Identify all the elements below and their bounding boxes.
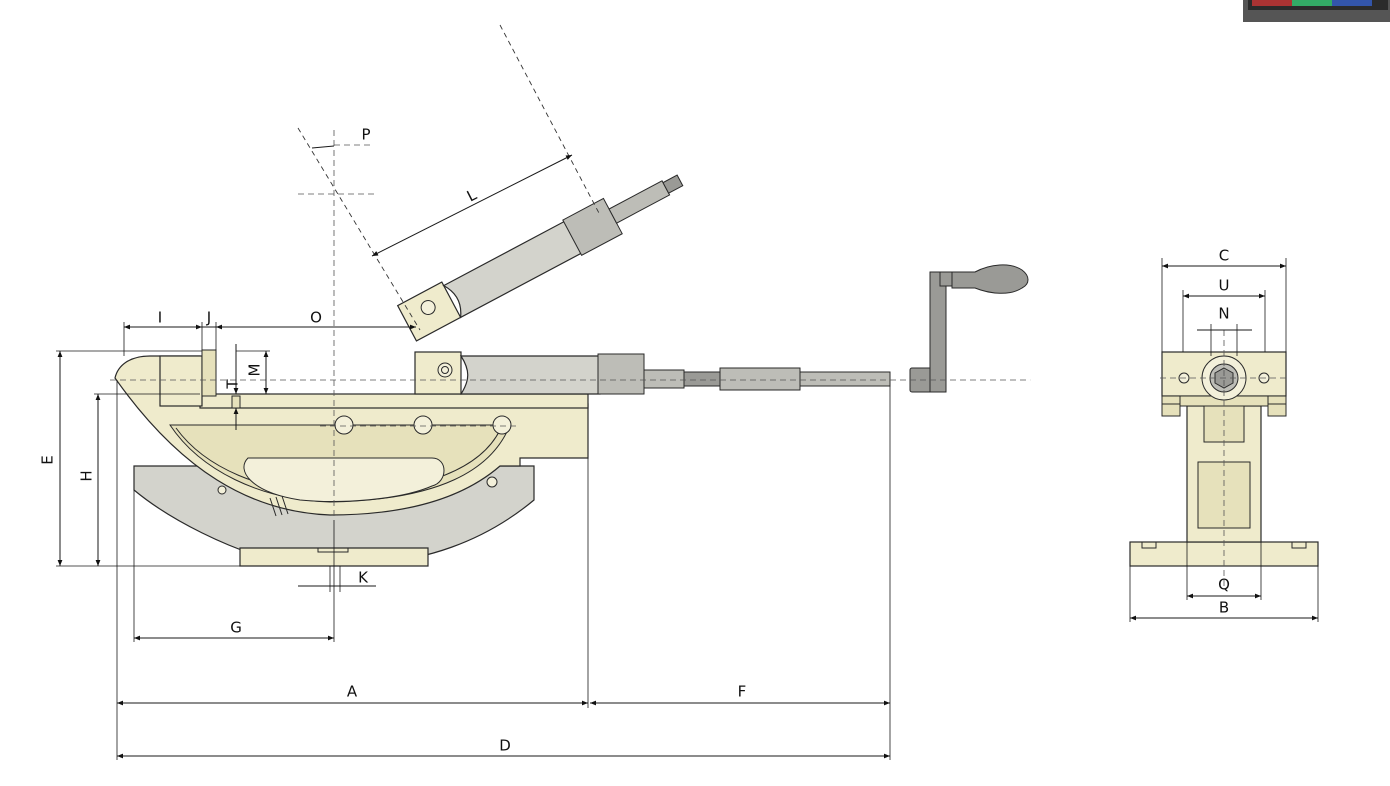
label-K: K bbox=[358, 569, 369, 587]
label-O: O bbox=[310, 309, 322, 327]
bolt-icon bbox=[486, 476, 498, 488]
bolt-icon bbox=[334, 415, 354, 435]
label-N: N bbox=[1218, 305, 1229, 323]
dim-line-L bbox=[371, 154, 573, 257]
label-T: T bbox=[224, 379, 242, 390]
tilted-jaw bbox=[396, 174, 684, 342]
label-C: C bbox=[1219, 247, 1229, 265]
lead-screw bbox=[643, 369, 685, 389]
oval-cutout bbox=[243, 457, 445, 502]
label-D: D bbox=[499, 737, 511, 755]
movable-jaw-housing bbox=[459, 355, 601, 395]
fixed-jaw bbox=[159, 355, 203, 407]
bolt-icon bbox=[492, 415, 512, 435]
socket-icon bbox=[420, 299, 436, 315]
fixed-jaw-plate bbox=[201, 349, 217, 397]
label-P: P bbox=[361, 126, 370, 144]
label-E: E bbox=[39, 455, 57, 464]
color-swatch-strip bbox=[1243, 0, 1390, 22]
label-J: J bbox=[206, 309, 211, 327]
label-U: U bbox=[1219, 277, 1230, 295]
label-G: G bbox=[230, 619, 242, 637]
label-H: H bbox=[78, 470, 96, 481]
label-F: F bbox=[738, 683, 747, 701]
bolt-icon bbox=[217, 485, 227, 495]
label-B: B bbox=[1219, 599, 1229, 617]
bed-rail bbox=[199, 393, 589, 409]
label-I: I bbox=[158, 309, 162, 327]
screw-housing bbox=[597, 353, 645, 395]
label-L: L bbox=[464, 185, 480, 205]
socket-icon bbox=[437, 362, 453, 378]
label-A: A bbox=[347, 683, 358, 701]
movable-jaw-block bbox=[414, 351, 462, 395]
screw-sleeve bbox=[719, 367, 801, 391]
dim-line-P bbox=[311, 145, 335, 149]
front-view: C U N Q B bbox=[1129, 247, 1319, 622]
bolt-icon bbox=[413, 415, 433, 435]
label-Q: Q bbox=[1218, 576, 1230, 594]
crank-handle bbox=[951, 264, 1029, 294]
crank-arm bbox=[929, 271, 947, 393]
label-M: M bbox=[246, 364, 264, 377]
side-view: A F D G E H I J O M T K L P bbox=[39, 24, 1030, 760]
